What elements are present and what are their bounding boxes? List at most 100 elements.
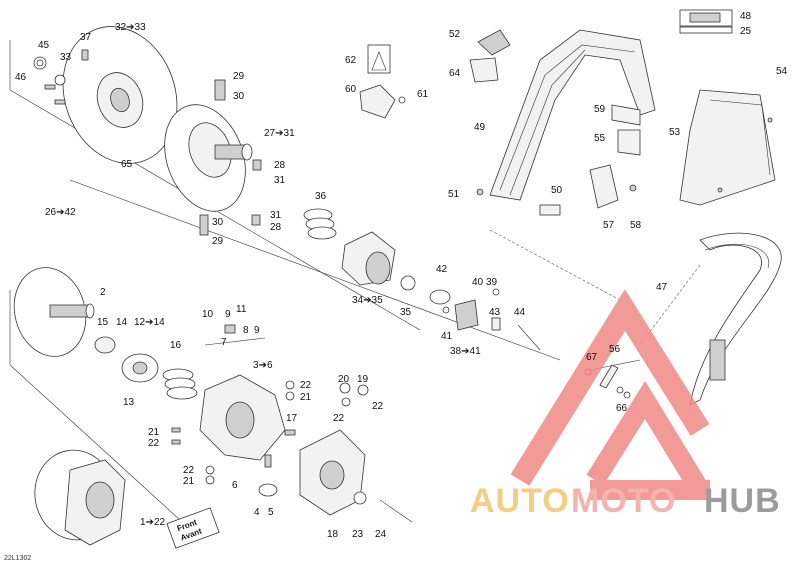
callout-55: 55 bbox=[594, 133, 606, 144]
callout-45: 45 bbox=[38, 40, 50, 51]
callout-38-41: 38➔41 bbox=[450, 346, 481, 357]
driven-pulley-assembly bbox=[34, 449, 126, 546]
callout-25: 25 bbox=[740, 26, 752, 37]
callout-31b: 31 bbox=[270, 210, 282, 221]
callout-31a: 31 bbox=[274, 175, 286, 186]
callout-51: 51 bbox=[448, 189, 460, 200]
callout-5: 5 bbox=[268, 507, 274, 518]
callout-43: 43 bbox=[489, 307, 501, 318]
clutch-parts-38-41 bbox=[429, 288, 541, 351]
callout-21c: 21 bbox=[183, 476, 195, 487]
decals bbox=[367, 9, 733, 74]
callout-2: 2 bbox=[100, 287, 106, 298]
callout-4: 4 bbox=[254, 507, 260, 518]
callout-41: 41 bbox=[441, 331, 453, 342]
spring-36 bbox=[303, 208, 337, 240]
callout-22a: 22 bbox=[300, 380, 312, 391]
small-hardware bbox=[171, 380, 369, 497]
callout-22c: 22 bbox=[333, 413, 345, 424]
callout-26-42: 26➔42 bbox=[45, 207, 76, 218]
callout-15: 15 bbox=[97, 317, 109, 328]
callout-56: 56 bbox=[609, 344, 621, 355]
callout-29b: 29 bbox=[212, 236, 224, 247]
watermark-triangle-left bbox=[510, 289, 710, 486]
watermark-hub: HUB bbox=[704, 482, 781, 520]
callout-58: 58 bbox=[630, 220, 642, 231]
driven-cam-18 bbox=[299, 429, 413, 523]
bracket-60 bbox=[359, 84, 406, 119]
callout-42: 42 bbox=[436, 264, 448, 275]
callout-30a: 30 bbox=[233, 91, 245, 102]
callout-54: 54 bbox=[776, 66, 788, 77]
callout-21a: 21 bbox=[300, 392, 312, 403]
callout-65: 65 bbox=[121, 159, 133, 170]
watermark-moto: MOTO bbox=[571, 482, 676, 520]
driven-spring bbox=[121, 353, 198, 400]
diagram-code: 22L1302 bbox=[4, 555, 31, 562]
callout-33: 33 bbox=[60, 52, 72, 63]
drive-pulley-sliding-half bbox=[164, 79, 262, 236]
callout-22b: 22 bbox=[372, 401, 384, 412]
callout-57: 57 bbox=[603, 220, 615, 231]
callout-8: 8 bbox=[243, 325, 249, 336]
callout-66: 66 bbox=[616, 403, 628, 414]
callout-16: 16 bbox=[170, 340, 182, 351]
callout-10: 10 bbox=[202, 309, 214, 320]
callout-44: 44 bbox=[514, 307, 526, 318]
callout-labels: 45 46 33 37 32➔33 29 30 27➔31 65 28 31 2… bbox=[15, 11, 788, 540]
callout-28b: 28 bbox=[270, 222, 282, 233]
callout-46: 46 bbox=[15, 72, 27, 83]
callout-22e: 22 bbox=[183, 465, 195, 476]
callout-62: 62 bbox=[345, 55, 357, 66]
callout-6: 6 bbox=[232, 480, 238, 491]
callout-49: 49 bbox=[474, 122, 486, 133]
callout-48: 48 bbox=[740, 11, 752, 22]
callout-53: 53 bbox=[669, 127, 681, 138]
callout-39: 39 bbox=[486, 277, 498, 288]
callout-18: 18 bbox=[327, 529, 339, 540]
callout-30b: 30 bbox=[212, 217, 224, 228]
callout-40: 40 bbox=[472, 277, 484, 288]
callout-32-33: 32➔33 bbox=[115, 22, 146, 33]
driven-pulley-half-2 bbox=[13, 267, 116, 357]
callout-61: 61 bbox=[417, 89, 429, 100]
callout-37: 37 bbox=[80, 32, 92, 43]
callout-34-35: 34➔35 bbox=[352, 295, 383, 306]
drive-spider bbox=[341, 231, 416, 291]
drive-pulley-fixed-half bbox=[33, 26, 178, 164]
callout-3-6: 3➔6 bbox=[253, 360, 273, 371]
watermark: AUTO MOTO HUB bbox=[470, 289, 781, 520]
callout-59: 59 bbox=[594, 104, 606, 115]
callout-11: 11 bbox=[236, 304, 247, 315]
callout-47: 47 bbox=[656, 282, 668, 293]
watermark-triangle-base bbox=[590, 480, 710, 500]
callout-17: 17 bbox=[286, 413, 298, 424]
callout-64: 64 bbox=[449, 68, 461, 79]
callout-22d: 22 bbox=[148, 438, 160, 449]
callout-24: 24 bbox=[375, 529, 387, 540]
fender-53 bbox=[679, 89, 776, 206]
callout-12-14: 12➔14 bbox=[134, 317, 165, 328]
callout-28a: 28 bbox=[274, 160, 286, 171]
callout-52: 52 bbox=[449, 29, 461, 40]
callout-13: 13 bbox=[123, 397, 135, 408]
small-brackets bbox=[589, 104, 641, 209]
callout-9b: 9 bbox=[254, 325, 260, 336]
watermark-triangle-right bbox=[586, 380, 709, 496]
callout-60: 60 bbox=[345, 84, 357, 95]
callout-19: 19 bbox=[357, 374, 369, 385]
watermark-auto: AUTO bbox=[470, 482, 570, 520]
callout-20: 20 bbox=[338, 374, 350, 385]
callout-67: 67 bbox=[586, 352, 598, 363]
drive-belt-47 bbox=[689, 232, 782, 406]
callout-50: 50 bbox=[551, 185, 563, 196]
driven-sheave-3-6 bbox=[199, 324, 286, 461]
callout-27-31: 27➔31 bbox=[264, 128, 295, 139]
belt-guard-49 bbox=[469, 29, 656, 216]
callout-7: 7 bbox=[221, 337, 227, 348]
callout-14: 14 bbox=[116, 317, 128, 328]
callout-9a: 9 bbox=[225, 309, 231, 320]
callout-21b: 21 bbox=[148, 427, 160, 438]
